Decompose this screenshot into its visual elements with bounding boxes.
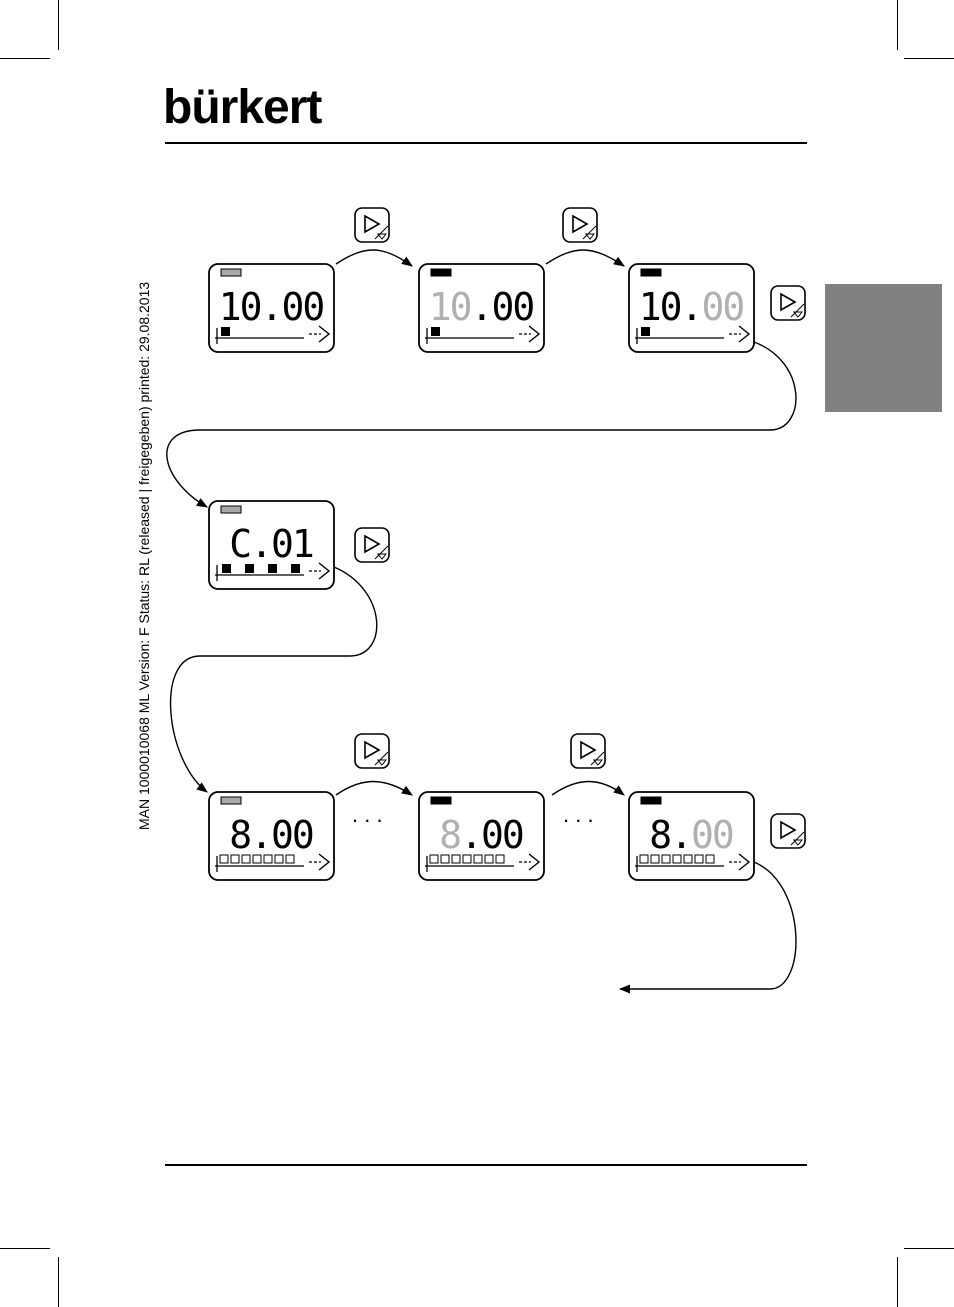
flow-arrow (552, 782, 624, 796)
lcd-display: C.01 (209, 501, 334, 589)
play-down-key-icon (355, 734, 389, 768)
lcd-indicator (431, 797, 451, 804)
lcd-display: 10.00 (629, 264, 754, 352)
flow-arrow (171, 567, 377, 792)
flow-arrow (336, 250, 412, 266)
lcd-display: 8.00 (629, 792, 754, 880)
lcd-digits: C.01 (229, 522, 313, 566)
lcd-indicator (221, 506, 241, 513)
play-down-key-icon (355, 208, 389, 242)
play-down-key-icon (355, 528, 389, 562)
lcd-digits: 10.00 (429, 285, 534, 329)
lcd-digits: 10.00 (639, 285, 744, 329)
play-down-key-icon (563, 208, 597, 242)
flow-arrow (336, 782, 412, 796)
lcd-digits: 8.00 (439, 813, 523, 857)
lcd-indicator (221, 269, 241, 276)
flow-arrow (620, 862, 796, 989)
lcd-digits: 8.00 (229, 813, 313, 857)
lcd-digits: 8.00 (649, 813, 733, 857)
lcd-indicator (641, 797, 661, 804)
lcd-indicator (431, 269, 451, 276)
lcd-display: 8.00 (419, 792, 544, 880)
flow-arrow (546, 250, 624, 266)
lcd-indicator (641, 269, 661, 276)
lcd-digits: 10.00 (219, 285, 324, 329)
play-down-key-icon (571, 734, 605, 768)
ellipsis: . . . (563, 802, 594, 827)
flow-arrow (167, 342, 796, 507)
lcd-indicator (221, 797, 241, 804)
ellipsis: . . . (352, 802, 383, 827)
play-down-key-icon (771, 814, 805, 848)
lcd-display: 10.00 (209, 264, 334, 352)
lcd-display: 8.00 (209, 792, 334, 880)
play-down-key-icon (771, 286, 805, 320)
lcd-display: 10.00 (419, 264, 544, 352)
